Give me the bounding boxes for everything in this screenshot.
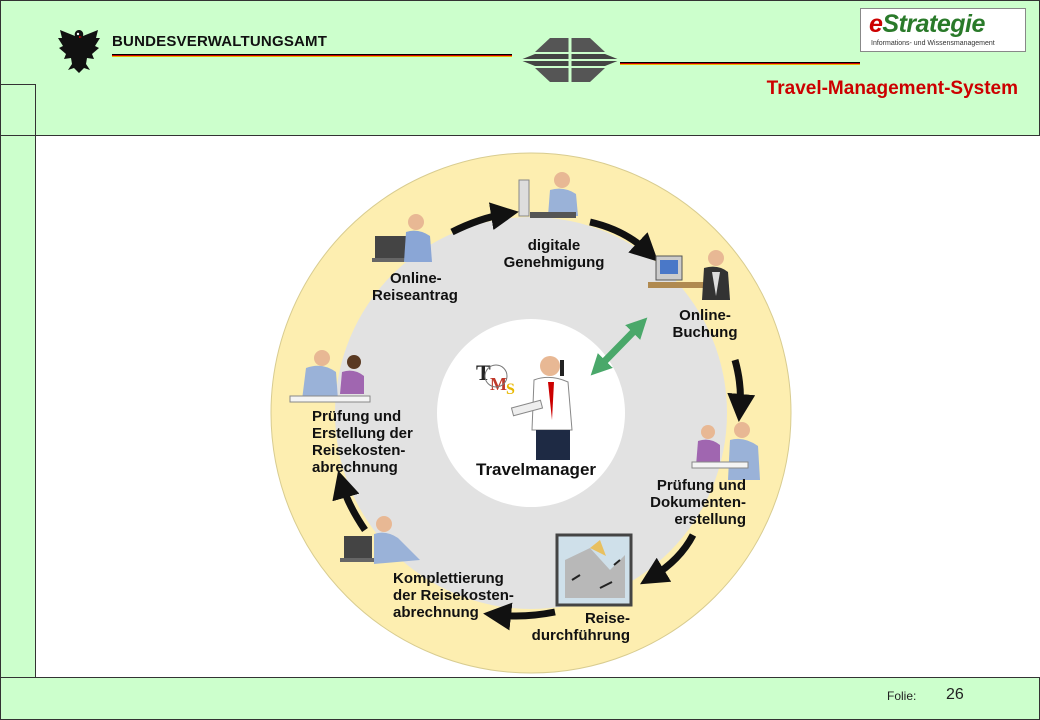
- agency-underline-right: [620, 62, 860, 65]
- person-approval-icon: [518, 172, 578, 218]
- slide-number-label: Folie:: [887, 689, 917, 703]
- step-label-line: Buchung: [672, 324, 738, 341]
- green-double-arrow: [590, 317, 648, 376]
- geometric-logo-icon: [520, 38, 620, 82]
- step-label-line: Reisekosten-: [312, 442, 406, 459]
- step-label-komplettierung: Komplettierung der Reisekosten- abrechnu…: [393, 570, 514, 621]
- arrow-genehmigung-to-buchung: [589, 218, 659, 262]
- step-label-line: Erstellung der: [312, 425, 413, 442]
- page-title: Travel-Management-System: [766, 78, 1018, 99]
- slide-number: 26: [946, 686, 964, 703]
- step-label-line: Prüfung und: [312, 408, 402, 425]
- person-completion-icon: [340, 516, 420, 564]
- step-label-line: digitale: [527, 237, 581, 254]
- person-booking-icon: [648, 250, 730, 300]
- step-label-line: Dokumenten-: [650, 494, 746, 511]
- step-label-line: Online-: [390, 270, 442, 287]
- svg-text:T: T: [476, 360, 491, 385]
- person-document-check-icon: [691, 422, 760, 480]
- step-label-line: Prüfung und: [656, 477, 746, 494]
- travel-manager-figure-icon: [510, 356, 573, 460]
- step-label-line: abrechnung: [393, 604, 479, 621]
- person-online-request-icon: [372, 214, 432, 262]
- brand-title: eStrategie: [869, 10, 985, 38]
- tms-logo-icon: T M S: [476, 360, 515, 398]
- step-label-line: Online-: [679, 307, 731, 324]
- federal-eagle-icon: [58, 30, 100, 73]
- svg-text:S: S: [506, 381, 515, 398]
- arrow-buchung-to-pruefung: [727, 359, 756, 422]
- agency-underline: [112, 54, 512, 57]
- step-label-digitale-genehmigung: digitale Genehmigung: [499, 237, 609, 271]
- step-label-online-buchung: Online- Buchung: [670, 307, 740, 341]
- arrow-komplettierung-to-pruefung: [332, 470, 368, 532]
- estrategie-logo: eStrategie Informations- und Wissensmana…: [860, 8, 1026, 52]
- brand-subtitle: Informations- und Wissensmanagement: [871, 40, 995, 47]
- step-label-line: der Reisekosten-: [393, 587, 514, 604]
- left-sidebar-cap: [0, 84, 36, 136]
- step-label-reisedurchfuehrung: Reise- durchführung: [524, 610, 630, 644]
- step-label-pruefung-erstellung: Prüfung und Erstellung der Reisekosten- …: [312, 408, 413, 476]
- step-label-line: abrechnung: [312, 459, 398, 476]
- step-label-line: Komplettierung: [393, 570, 504, 587]
- arrow-antrag-to-genehmigung: [450, 202, 519, 236]
- arrow-durchfuehrung-to-komplettierung: [483, 602, 556, 631]
- left-sidebar-bar: [0, 84, 36, 678]
- person-accounting-icon: [289, 350, 371, 403]
- center-label-travelmanager: Travelmanager: [476, 460, 597, 479]
- step-label-line: durchführung: [531, 627, 630, 644]
- step-label-line: Reiseantrag: [372, 287, 458, 304]
- svg-text:M: M: [490, 374, 507, 394]
- step-label-line: erstellung: [674, 511, 746, 528]
- step-label-online-reiseantrag: Online- Reiseantrag: [372, 270, 458, 304]
- center-circle: [437, 319, 625, 507]
- step-label-line: Genehmigung: [503, 254, 605, 271]
- arrow-pruefung-to-durchfuehrung: [640, 533, 697, 585]
- travel-map-icon: [555, 533, 633, 607]
- step-label-line: Reise-: [584, 610, 630, 627]
- step-label-pruefung-dokumente: Prüfung und Dokumenten- erstellung: [644, 477, 746, 528]
- agency-name: BUNDESVERWALTUNGSAMT: [112, 33, 328, 50]
